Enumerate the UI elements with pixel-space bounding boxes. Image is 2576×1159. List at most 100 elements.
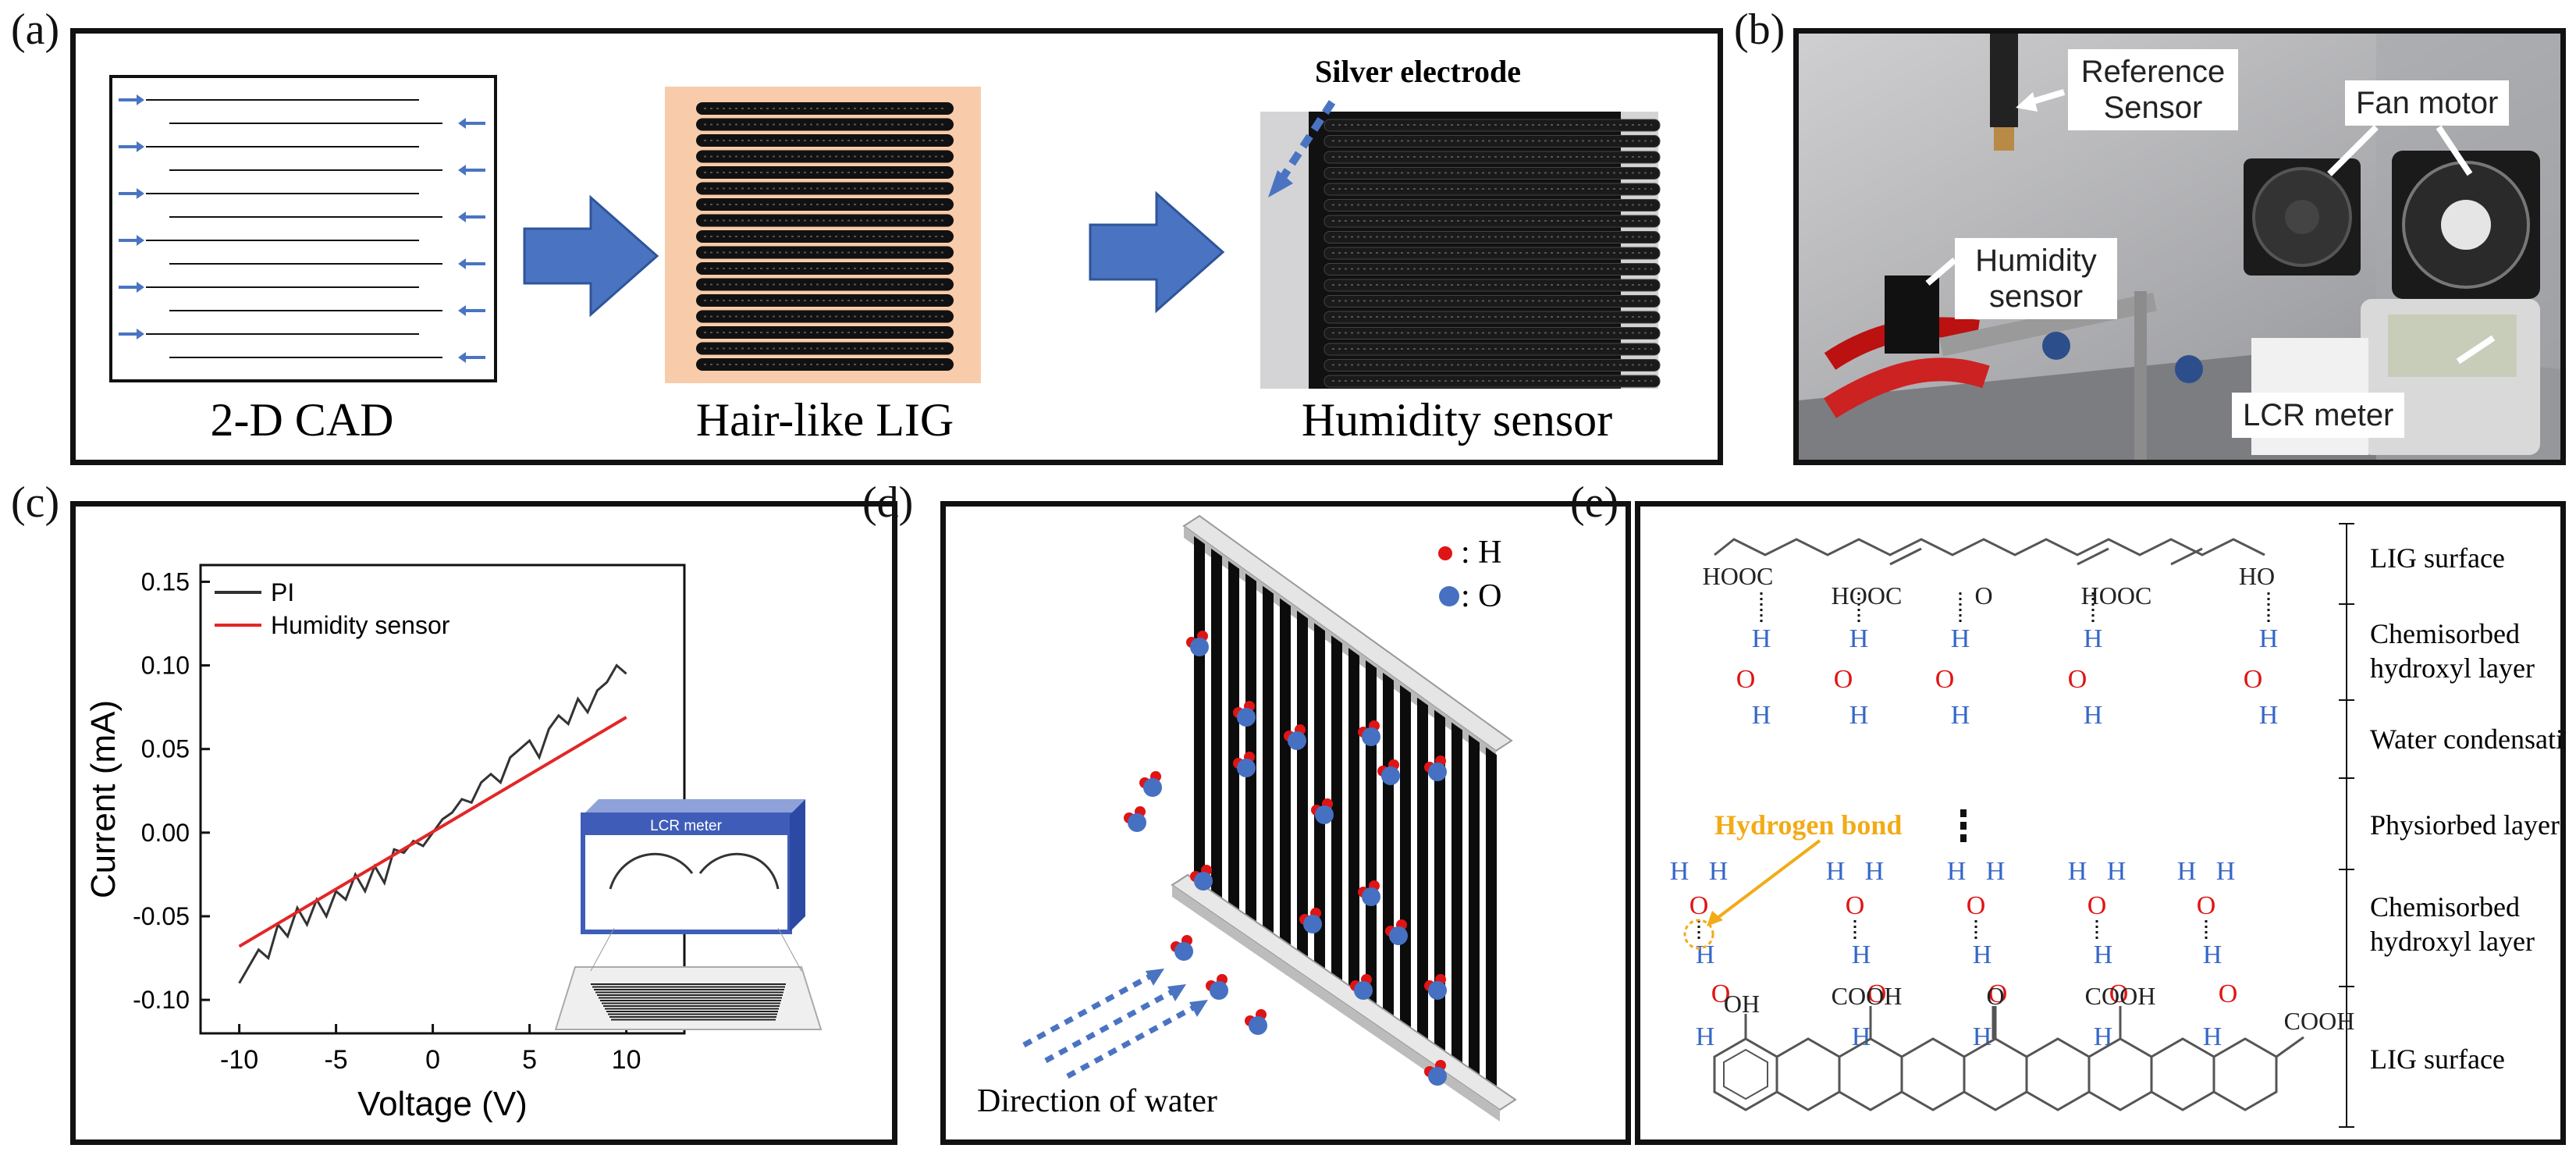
- top-functional-group: HOOC: [1832, 581, 1903, 610]
- h-atom-label: H: [1852, 1022, 1871, 1051]
- h-atom-label: H: [1852, 940, 1871, 969]
- o-atom: [1354, 981, 1373, 1000]
- top-functional-group: HOOC: [1703, 562, 1774, 590]
- humidity-sensor-mount: [1885, 276, 1939, 354]
- lig-bar: [1400, 684, 1411, 1042]
- lig-bar: [1417, 697, 1428, 1054]
- lig-bar: [1297, 610, 1308, 968]
- x-tick-label: -10: [220, 1045, 258, 1075]
- h-atom-label: H: [1826, 857, 1846, 886]
- water-molecules: [1124, 631, 1447, 1086]
- h-atom-label: H: [2084, 624, 2103, 653]
- series-line-0: [238, 663, 627, 984]
- lig-bar: [1469, 734, 1480, 1092]
- x-tick-label: 10: [612, 1045, 641, 1075]
- lig-bar: [1211, 548, 1222, 905]
- layer-label-2: Water condensation: [2370, 723, 2560, 755]
- silver-electrode-arrow: [1274, 100, 1336, 188]
- y-tick-label: 0.15: [141, 567, 190, 595]
- callout-humidity-sensor: Humidity sensor: [1955, 238, 2117, 319]
- panel-c-label: (c): [11, 478, 60, 527]
- reference-sensor-probe: [1990, 34, 2018, 127]
- o-atom: [1237, 708, 1256, 727]
- o-atom: [1174, 942, 1193, 961]
- o-atom-label: O: [2109, 979, 2129, 1008]
- h-atom-label: H: [1947, 857, 1967, 886]
- water-direction-diagram: Direction of water : H : O: [977, 514, 1517, 1122]
- h-atom-label: H: [2203, 1022, 2222, 1051]
- h-atom-label: H: [1951, 624, 1970, 653]
- o-atom-label: O: [1935, 665, 1955, 694]
- h-atom-label: H: [2259, 624, 2279, 653]
- o-atom-label: O: [1736, 665, 1756, 694]
- legend-o-label: : O: [1461, 578, 1502, 614]
- o-atom: [1428, 1067, 1447, 1086]
- bottom-functional-group: OH: [1724, 990, 1760, 1018]
- o-atom: [1389, 926, 1408, 945]
- o-atom-label: O: [2244, 665, 2263, 694]
- o-atom-label: O: [2197, 891, 2216, 920]
- legend-o-dot: [1439, 586, 1459, 606]
- series-line-1: [238, 716, 627, 948]
- y-tick-label: 0.05: [141, 735, 190, 763]
- direction-of-water-label: Direction of water: [977, 1083, 1217, 1119]
- h-atom-label: H: [1696, 940, 1715, 969]
- o-atom: [1288, 731, 1306, 750]
- h-atom-label: H: [2094, 940, 2113, 969]
- lig-bar: [1245, 573, 1256, 930]
- o-atom: [1143, 778, 1162, 797]
- water-direction-arrows: [1022, 969, 1208, 1079]
- h-atom-label: H: [1973, 940, 1992, 969]
- lig-bar: [1228, 560, 1239, 918]
- lig-bar: [1383, 672, 1394, 1029]
- lcr-inset: LCR meter: [554, 799, 823, 1030]
- panel-d-label: (d): [862, 478, 914, 527]
- panel-a-graphic: Silver electrode 2-D CAD Hair-like LIG H…: [109, 54, 1661, 446]
- x-tick-label: 0: [425, 1045, 440, 1075]
- hydrogen-bond-pointer: [1713, 839, 1821, 922]
- h-atom-label: H: [2177, 857, 2197, 886]
- layer-label-0: LIG surface: [2370, 542, 2505, 574]
- sensor-hairs: [1324, 119, 1661, 388]
- h-atom-label: H: [1849, 624, 1869, 653]
- o-atom: [1249, 1016, 1267, 1035]
- o-atom: [1128, 813, 1146, 832]
- y-tick-label: -0.05: [133, 902, 190, 930]
- lig-bar: [1348, 648, 1359, 1005]
- layer-label-5: LIG surface: [2370, 1043, 2505, 1075]
- legend-label-1: Humidity sensor: [271, 611, 450, 639]
- layer-label-3: Physiorbed layer: [2370, 809, 2560, 841]
- y-tick-label: 0.10: [141, 652, 190, 680]
- top-functional-group: HO: [2239, 562, 2275, 590]
- lig-bar: [1263, 585, 1274, 943]
- h-atom-label: H: [2259, 701, 2279, 730]
- lig-bar: [1366, 660, 1377, 1017]
- h-atom-label: H: [1951, 701, 1970, 730]
- hydrogen-bond-circle: [1683, 919, 1714, 950]
- inset-lcr-label: LCR meter: [650, 818, 723, 834]
- o-atom: [1362, 727, 1380, 746]
- lig-bar: [1486, 747, 1497, 1104]
- o-atom: [1428, 763, 1447, 781]
- h-atom-label: H: [2203, 940, 2222, 969]
- process-arrow-2: [1089, 190, 1225, 314]
- o-atom-label: O: [2219, 979, 2238, 1008]
- panel-d-frame: Direction of water : H : O: [940, 501, 1631, 1145]
- h-atom-label: H: [1696, 1022, 1715, 1051]
- callout-reference-sensor: Reference Sensor: [2068, 49, 2238, 130]
- silver-electrode-label: Silver electrode: [1315, 54, 1521, 89]
- caption-2d-cad: 2-D CAD: [211, 394, 394, 446]
- legend-label-0: PI: [271, 578, 294, 606]
- legend-h-dot: [1438, 546, 1452, 560]
- bottom-functional-group: COOH: [2284, 1007, 2355, 1035]
- h-atom-label: H: [1752, 701, 1771, 730]
- lig-bar: [1451, 722, 1462, 1079]
- caption-hair-like-lig: Hair-like LIG: [696, 394, 954, 446]
- o-atom: [1381, 766, 1400, 785]
- o-atom-label: O: [1690, 891, 1709, 920]
